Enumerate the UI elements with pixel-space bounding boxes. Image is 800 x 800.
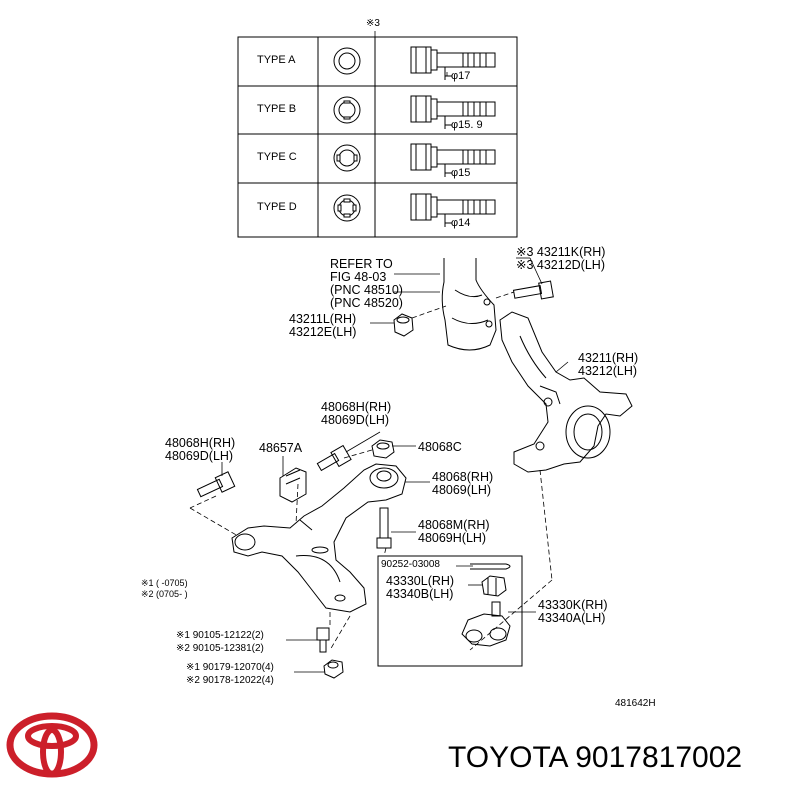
figure-code: 481642H	[615, 698, 656, 709]
label-90105-12381: ※2 90105-12381(2)	[176, 643, 264, 654]
leader-lines	[221, 31, 569, 673]
cotter-pin-icon	[470, 563, 511, 570]
refer-line-1: REFER TO	[330, 257, 393, 271]
label-90252: 90252-03008	[381, 559, 440, 570]
label-48657a: 48657A	[259, 441, 303, 455]
label-48068: 48068(RH)	[432, 470, 494, 484]
type-d-label: TYPE D	[257, 201, 297, 213]
label-48069: 48069(LH)	[432, 483, 492, 497]
bolt-48068h-left-icon	[196, 471, 236, 498]
brand-part-number: TOYOTA 9017817002	[448, 741, 743, 774]
nut-type-c-icon	[333, 144, 361, 172]
label-90178-12022: ※2 90178-12022(4)	[186, 675, 274, 686]
steering-knuckle-icon	[499, 311, 633, 473]
note-1: ※1 ( -0705)	[141, 578, 188, 588]
ball-joint-icon	[461, 601, 511, 647]
bracket-48657a-icon	[279, 467, 307, 503]
table-header-mark: ※3	[366, 18, 380, 29]
bolt-48068h-mid-icon	[316, 444, 352, 472]
type-b-dimension: φ15. 9	[451, 119, 483, 131]
label-43211k: ※3 43211K(RH)	[516, 245, 606, 259]
nut-90179-icon	[323, 659, 344, 679]
bolt-type-a-icon	[410, 46, 496, 80]
bolt-type-b-icon	[410, 95, 496, 129]
ball-joint-box	[377, 555, 523, 667]
label-43212e: 43212E(LH)	[289, 325, 357, 339]
type-a-label: TYPE A	[257, 54, 296, 66]
castle-nut-icon	[481, 575, 507, 597]
label-43330l: 43330L(RH)	[386, 574, 455, 588]
type-a-dimension: φ17	[451, 70, 471, 82]
type-table	[237, 36, 518, 238]
label-43340a: 43340A(LH)	[538, 611, 606, 625]
label-48069h: 48069H(LH)	[418, 531, 487, 545]
bolt-43211k-icon	[512, 280, 554, 300]
label-43211l: 43211L(RH)	[289, 312, 357, 326]
bolt-90105-icon	[316, 627, 330, 653]
lower-control-arm-icon	[231, 463, 407, 613]
label-48068m: 48068M(RH)	[418, 518, 490, 532]
bolt-type-d-icon	[410, 193, 496, 227]
strut-icon	[441, 258, 497, 351]
label-43212d: ※3 43212D(LH)	[516, 258, 605, 272]
toyota-logo-icon	[6, 712, 98, 778]
label-43212: 43212(LH)	[578, 364, 638, 378]
type-c-label: TYPE C	[257, 151, 297, 163]
nut-43211l-icon	[393, 313, 414, 337]
label-90179-12070: ※1 90179-12070(4)	[186, 662, 274, 673]
label-43330k: 43330K(RH)	[538, 598, 608, 612]
note-2: ※2 (0705- )	[141, 589, 188, 599]
refer-line-4: (PNC 48520)	[330, 296, 403, 310]
dashed-lines	[189, 291, 553, 651]
label-48068c: 48068C	[418, 440, 462, 454]
label-90105-12122: ※1 90105-12122(2)	[176, 630, 264, 641]
nut-type-d-icon	[333, 194, 361, 222]
refer-line-3: (PNC 48510)	[330, 283, 403, 297]
bolt-48068m-icon	[376, 507, 392, 549]
label-43340b: 43340B(LH)	[386, 587, 454, 601]
type-d-dimension: φ14	[451, 217, 471, 229]
label-48069d-left: 48069D(LH)	[165, 449, 234, 463]
label-48069d-mid: 48069D(LH)	[321, 413, 390, 427]
type-b-label: TYPE B	[257, 103, 297, 115]
nut-type-b-icon	[333, 96, 361, 124]
label-43211: 43211(RH)	[578, 351, 639, 365]
nut-48068c-icon	[371, 439, 395, 459]
type-c-dimension: φ15	[451, 167, 471, 179]
nut-type-a-icon	[333, 47, 361, 75]
bolt-type-c-icon	[410, 143, 496, 177]
label-48068h-left: 48068H(RH)	[165, 436, 236, 450]
refer-line-2: FIG 48-03	[330, 270, 387, 284]
label-48068h-mid: 48068H(RH)	[321, 400, 392, 414]
